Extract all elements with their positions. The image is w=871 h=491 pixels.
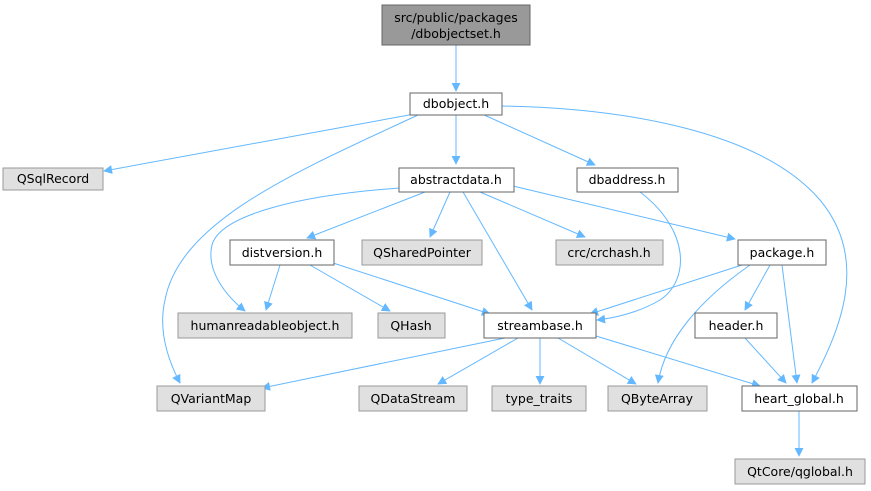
node-dbaddress-label: dbaddress.h — [589, 172, 666, 187]
node-qsharedpointer-label: QSharedPointer — [373, 245, 472, 260]
node-streambase-label: streambase.h — [497, 318, 583, 333]
node-root: src/public/packages /dbobjectset.h — [381, 4, 531, 46]
node-abstractdata[interactable]: abstractdata.h — [398, 167, 515, 193]
node-dbaddress[interactable]: dbaddress.h — [576, 167, 679, 193]
edge-abstractdata-crchash — [479, 191, 586, 238]
edge-dbobject-qsqlrecord — [103, 112, 421, 174]
edge-package-qbytearray — [654, 264, 751, 384]
edge-streambase-qdatastream — [437, 337, 519, 385]
node-qsqlrecord: QSqlRecord — [2, 167, 104, 191]
edge-abstractdata-package — [512, 185, 736, 242]
node-qsqlrecord-label: QSqlRecord — [17, 171, 89, 186]
node-qsharedpointer: QSharedPointer — [361, 239, 483, 266]
node-typetraits: type_traits — [491, 385, 587, 412]
edge-package-header — [744, 264, 771, 311]
edge-abstractdata-qsharedpointer — [429, 191, 451, 238]
edge-header-heartglobal — [744, 337, 787, 384]
edge-dbobject-heartglobal — [501, 105, 848, 384]
node-dbobject-label: dbobject.h — [423, 96, 489, 111]
node-root-label-line1: src/public/packages — [394, 10, 518, 25]
node-distversion[interactable]: distversion.h — [229, 239, 335, 266]
edge-package-streambase — [589, 264, 743, 316]
node-qglobal-label: QtCore/qglobal.h — [747, 464, 853, 479]
node-humanreadable-label: humanreadableobject.h — [191, 318, 340, 333]
node-crchash-label: crc/crchash.h — [567, 245, 650, 260]
node-qdatastream: QDataStream — [358, 385, 468, 412]
node-package-label: package.h — [750, 245, 815, 260]
edge-distversion-qhash — [309, 264, 391, 312]
node-heartglobal[interactable]: heart_global.h — [741, 385, 858, 412]
node-qglobal: QtCore/qglobal.h — [734, 458, 866, 485]
edge-dbaddress-streambase — [596, 191, 681, 324]
node-package[interactable]: package.h — [737, 239, 827, 266]
edge-streambase-qbytearray — [557, 337, 637, 385]
node-streambase[interactable]: streambase.h — [483, 312, 597, 339]
node-qdatastream-label: QDataStream — [371, 391, 456, 406]
node-dbobject[interactable]: dbobject.h — [409, 92, 503, 116]
node-crchash: crc/crchash.h — [555, 239, 664, 266]
edge-dbobject-dbaddress — [481, 113, 596, 166]
node-qvariantmap: QVariantMap — [156, 385, 266, 412]
edge-dbobject-qvariantmap — [162, 114, 419, 384]
edge-distversion-streambase — [329, 261, 491, 316]
node-abstractdata-label: abstractdata.h — [410, 172, 502, 187]
edge-abstractdata-humanreadable — [210, 187, 401, 312]
node-root-label-line2: /dbobjectset.h — [411, 26, 501, 41]
edge-streambase-heartglobal — [595, 335, 761, 388]
node-typetraits-label: type_traits — [506, 391, 573, 406]
node-heartglobal-label: heart_global.h — [754, 391, 844, 406]
node-qhash: QHash — [377, 312, 446, 339]
edge-distversion-humanreadable — [264, 264, 281, 311]
node-qbytearray-label: QByteArray — [621, 391, 694, 406]
node-header-label: header.h — [709, 318, 764, 333]
node-humanreadable: humanreadableobject.h — [177, 312, 353, 339]
edge-streambase-qvariantmap — [261, 337, 506, 391]
graph-nodes: src/public/packages /dbobjectset.h dbobj… — [2, 4, 866, 485]
node-distversion-label: distversion.h — [242, 245, 323, 260]
node-header[interactable]: header.h — [694, 312, 778, 339]
node-qvariantmap-label: QVariantMap — [171, 391, 252, 406]
node-qbytearray: QByteArray — [607, 385, 708, 412]
dependency-edges — [103, 45, 848, 457]
edge-package-heartglobal — [781, 264, 801, 384]
edge-abstractdata-distversion — [306, 191, 426, 240]
node-qhash-label: QHash — [390, 318, 431, 333]
edge-abstractdata-streambase — [462, 191, 533, 311]
